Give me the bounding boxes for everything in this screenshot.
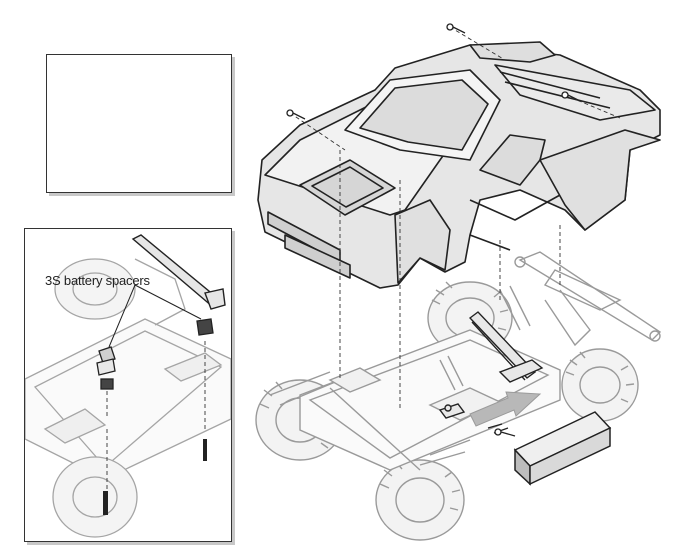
spacer-inset: 3S battery spacers — [24, 228, 232, 542]
chassis-assembly — [255, 251, 662, 541]
spacer-callout-label: 3S battery spacers — [45, 273, 150, 288]
battery-strap — [438, 311, 544, 419]
battery-pack-icon — [487, 411, 612, 486]
body-pin-guides — [289, 26, 621, 410]
battery-insert-arrow — [469, 391, 542, 427]
body-pin-icon — [286, 23, 581, 437]
connector-inset — [46, 54, 232, 193]
body-post-icon — [103, 439, 207, 515]
front-right-tire — [375, 459, 465, 541]
body-shell — [257, 41, 661, 289]
rear-right-tire — [561, 348, 639, 422]
battery-spacer-icon — [96, 318, 214, 390]
